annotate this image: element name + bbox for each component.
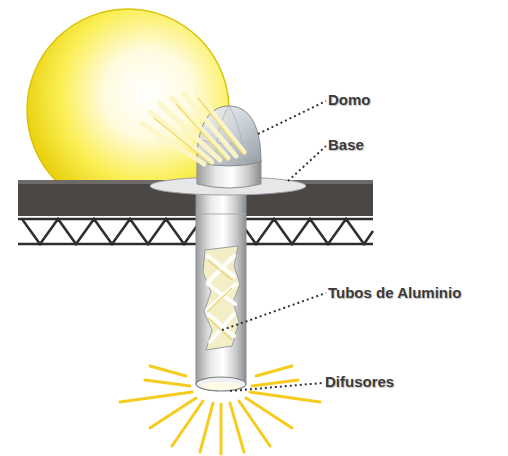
sun-ray [184, 94, 236, 156]
sun-ray [198, 98, 244, 155]
leader-line [230, 383, 322, 391]
light-ray [200, 403, 213, 452]
light-ray [172, 401, 203, 446]
light-ray [120, 392, 192, 402]
sun-ray [176, 104, 228, 161]
reflected-ray [207, 288, 232, 312]
reflected-ray [208, 260, 232, 280]
light-ray [230, 403, 244, 452]
light-ray [145, 380, 190, 386]
tube-seam [196, 214, 246, 215]
part-label: Difusores [325, 373, 394, 391]
part-label: Domo [328, 91, 371, 109]
reflected-rays [207, 256, 236, 342]
diffuser [196, 377, 246, 391]
part-label: Tubos de Aluminio [328, 284, 461, 302]
part-label: Base [328, 136, 364, 154]
reflected-ray [208, 256, 234, 282]
incoming-sunlight [142, 92, 244, 164]
sun-ray [154, 118, 212, 165]
light-ray [250, 392, 320, 402]
aluminium-tube [196, 186, 246, 384]
light-ray [246, 398, 292, 428]
light-ray [239, 401, 270, 446]
diffuser-glow [201, 382, 241, 390]
leader-line [288, 146, 326, 181]
sun-ray [196, 92, 244, 152]
light-ray [256, 366, 292, 376]
tube-cutaway [203, 246, 240, 350]
light-ray [150, 366, 186, 376]
leader-lines [222, 101, 326, 391]
sun-ray [142, 124, 204, 164]
leader-line [258, 101, 326, 134]
reflected-ray [208, 318, 232, 340]
sun-ray-edges [154, 98, 244, 165]
light-ray [220, 404, 223, 454]
diffused-light [120, 366, 320, 454]
leader-line [222, 293, 326, 330]
